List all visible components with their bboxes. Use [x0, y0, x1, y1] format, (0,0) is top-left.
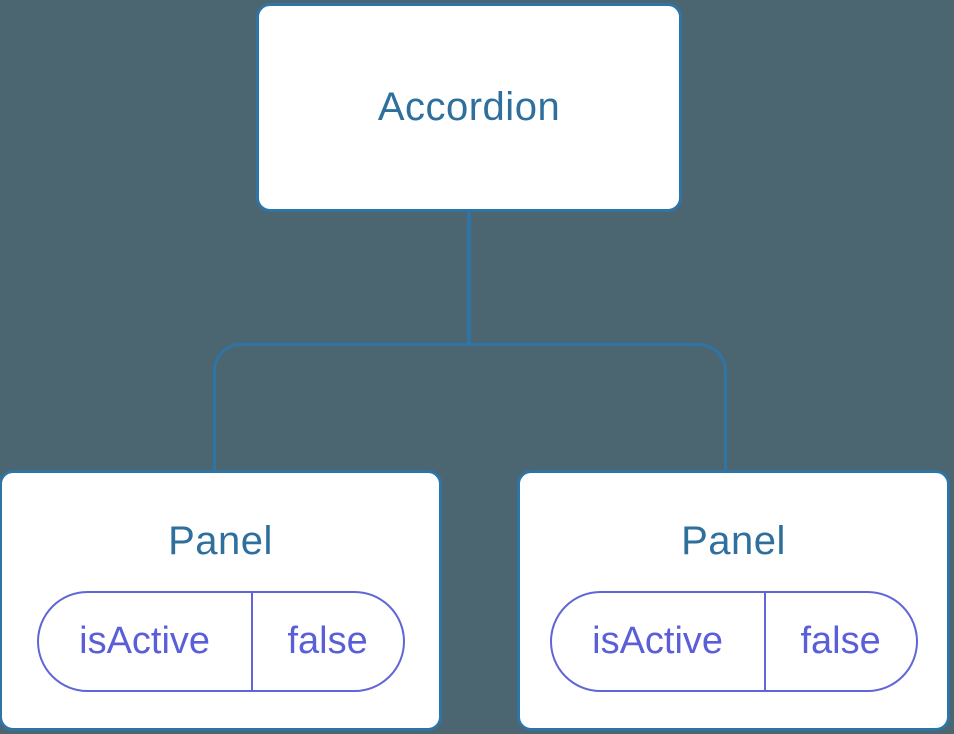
node-panel-left-label: Panel [168, 519, 273, 563]
prop-pill-right: isActive false [549, 591, 918, 692]
connector-branch-bracket [213, 343, 727, 471]
node-panel-right-label: Panel [681, 519, 786, 563]
prop-value: false [287, 620, 368, 662]
prop-value: false [800, 620, 881, 662]
node-accordion: Accordion [256, 3, 682, 212]
connector-stem-line [467, 210, 471, 346]
node-accordion-label: Accordion [377, 85, 561, 129]
prop-name: isActive [39, 593, 253, 690]
node-panel-left: Panel isActive false [0, 470, 442, 731]
prop-name: isActive [552, 593, 766, 690]
node-panel-right: Panel isActive false [517, 470, 950, 731]
prop-pill-left: isActive false [36, 591, 405, 692]
